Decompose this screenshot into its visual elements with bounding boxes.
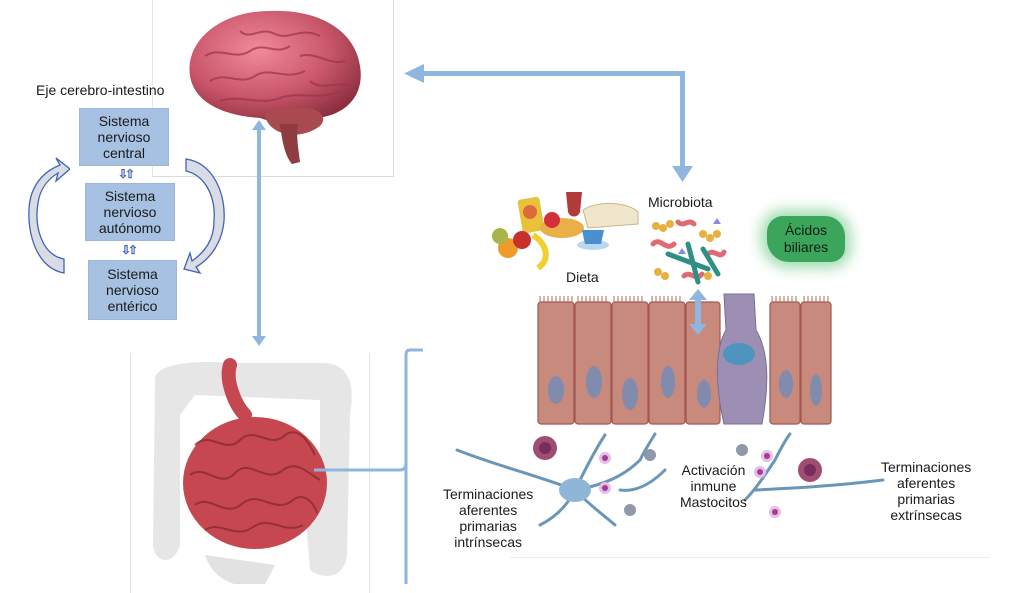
label-diet: Dieta	[566, 269, 599, 285]
bidirectional-arrow-icon: ⇩⇧	[121, 243, 138, 257]
box-enteric-nervous-system: Sistema nervioso entérico	[88, 260, 177, 320]
diagram-title: Eje cerebro-intestino	[36, 82, 165, 98]
microbiota-epithelium-arrow	[689, 289, 707, 335]
box-autonomic-nervous-system: Sistema nervioso autónomo	[85, 183, 175, 241]
label-microbiota: Microbiota	[648, 194, 713, 210]
box-central-nervous-system: Sistema nervioso central	[79, 108, 169, 166]
cycle-arrow-right-icon	[183, 158, 225, 275]
label-extrinsic-afferents: Terminaciones aferentes primarias extrín…	[881, 459, 972, 523]
microbiota-brain-arrow	[404, 64, 693, 182]
box-enteric-label: Sistema nervioso entérico	[106, 266, 159, 314]
afferent-neurons-and-mast-cells-illustration	[455, 432, 885, 527]
label-bile-acids: Ácidos biliares	[767, 216, 845, 262]
bracket-connector	[314, 348, 423, 584]
bacteria-illustration	[650, 218, 727, 285]
cycle-arrow-left-icon	[28, 157, 70, 274]
box-autonomic-label: Sistema nervioso autónomo	[98, 188, 162, 236]
label-immune-activation: Activación inmune Mastocitos	[680, 462, 747, 510]
divider-line	[510, 557, 990, 558]
box-central-label: Sistema nervioso central	[97, 113, 151, 161]
small-intestine-illustration	[153, 358, 352, 584]
intestine-panel	[130, 353, 370, 593]
bidirectional-arrow-icon: ⇩⇧	[118, 167, 135, 181]
brain-panel	[152, 0, 394, 177]
intestinal-epithelium-illustration	[537, 293, 832, 425]
label-intrinsic-afferents: Terminaciones aferentes primarias intrín…	[443, 486, 534, 550]
brain-illustration	[189, 10, 361, 164]
food-illustration	[492, 192, 639, 270]
brain-gut-bidirectional-arrow	[252, 120, 266, 346]
